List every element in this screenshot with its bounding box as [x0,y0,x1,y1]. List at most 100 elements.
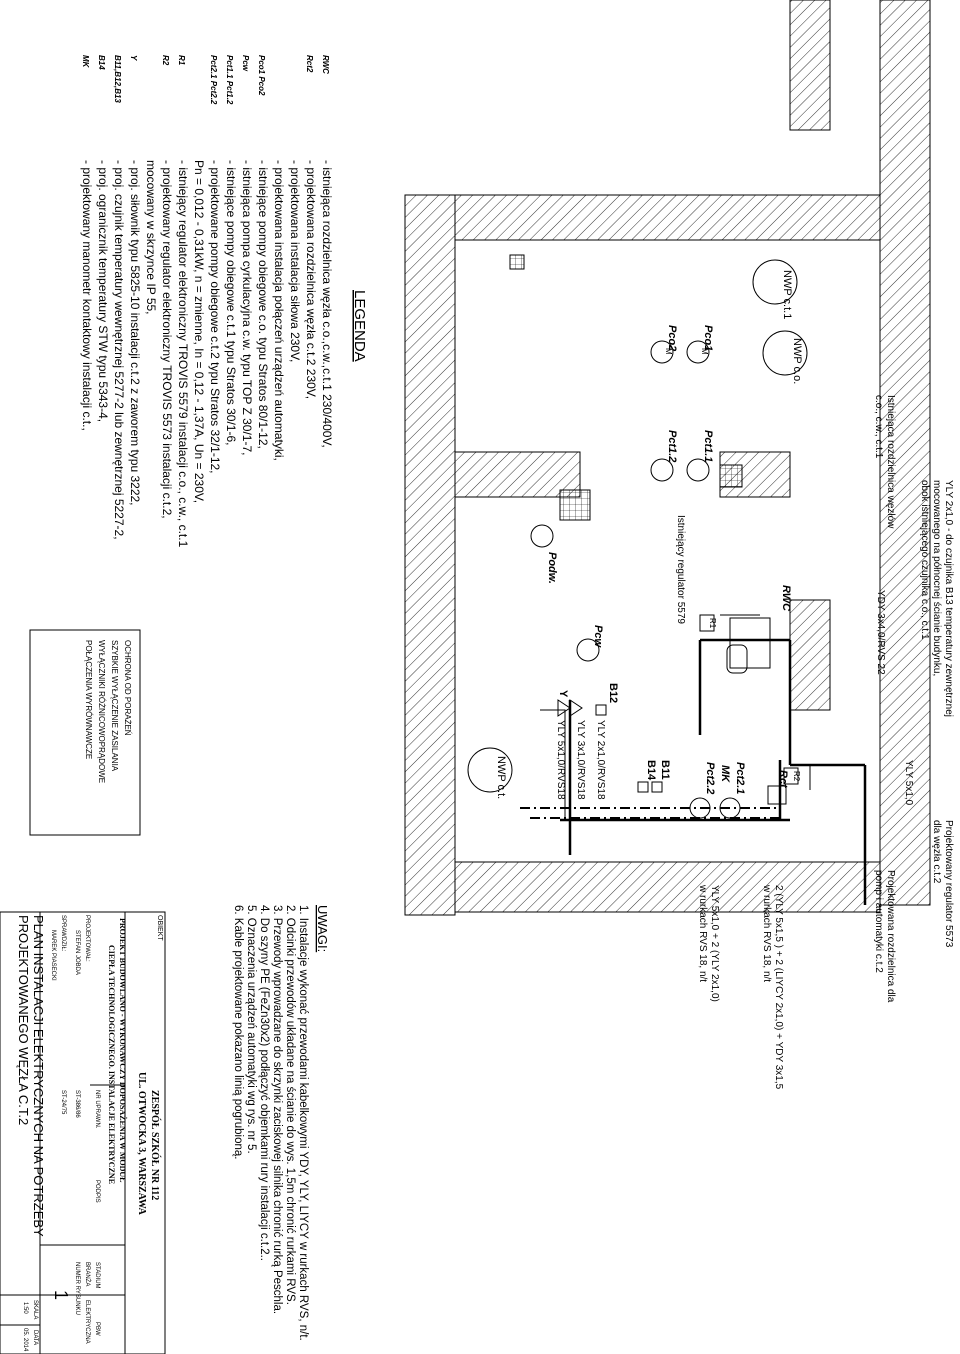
protection-box: OCHRONA OD PORAŻEŃ SZYBKIE WYŁĄCZENIE ZA… [29,629,141,836]
cable-routes [520,614,867,905]
legend-row-text: Pn = 0,012 - 0,31kW, n = zmienne, In = 0… [192,160,206,503]
legend-row-text: - proj. siłownik typu 5825-10 instalacji… [128,160,142,506]
sprawdzil-label: SPRAWDZIŁ: [60,915,66,952]
notes-items: 1. Instalacje wykonać przewodami kabelko… [232,905,309,1341]
nwp-ct-label: NWP c.t. [495,756,507,799]
legend-row-text: - projektowane pompy obiegowe c.t.2 typu… [208,160,222,474]
pump-pct11: Pct1.1 [686,430,714,482]
y-valve [557,699,583,717]
legend-row-text: - istniejący regulator elektroniczny TRO… [176,160,190,548]
walls [404,0,931,916]
pump-pco2: M Pco2 [650,325,678,364]
col-stadium: STADIUM [94,1262,100,1289]
nwp-ct1-label: NWP c.t.1 [781,270,793,319]
pct22-label: Pct2.2 [704,762,716,794]
legend-row-text: - proj. ogranicznik temperatury STW typu… [96,160,110,422]
project-2: CIEPŁA TECHNOLOGICZNEGO. INSTALACJE ELEK… [107,945,116,1184]
top-note-3: obok istniejącego czujnika c.o., c.t.1 [919,480,930,640]
cable-2: YDY 3x4,0/RVS 22 [875,590,886,675]
ochrona-3: WYŁĄCZNIKI RÓŻNICOWOPRĄDOWE [97,640,106,783]
pumps: M Pco1 M Pco2 Pct1.1 Pct1.2 Podw. Pcw Pc… [530,325,746,819]
cable-1: YLY 5x1,0 [903,760,914,806]
legend-row-symbol: B11,B12,B13 [113,55,122,103]
legend-title: LEGENDA [351,290,368,362]
rozd-note-2: pomp i automatyki c.t.2 [873,870,884,973]
plan-title-1: PLAN INSTALACJI ELEKTRYCZNYCH NA POTRZEB… [31,915,46,1237]
notes-item: 1. Instalacje wykonać przewodami kabelko… [297,905,309,1341]
notes-item: 3. Przewody wprowadzane do skrzynki zaci… [271,905,283,1314]
r1-label: R1 [708,618,717,629]
notes-item: 5. Oznaczenia urządzeń automatyki wg rys… [245,905,257,1154]
mk-label: MK [719,765,731,783]
numer-val: 1 [51,1290,71,1300]
cable-4: YLY 5x1,0 + 2 (YLY 2x1,0) [709,885,720,1002]
numer-label: NUMER RYSUNKU [74,1262,80,1315]
pump-pct12: Pct1.2 [650,430,678,482]
stadium-val: PBW [94,1322,100,1336]
legend-row-symbol: RWC [321,55,330,74]
pco2-label: Pco2 [666,325,678,351]
cable-3b: w rurkach RVS 18, n/t [761,884,772,982]
projektowal-label: PROJEKTOWAŁ: [84,915,90,962]
r2-box [783,767,799,785]
pct21-label: Pct2.1 [734,762,746,794]
cable-4b: w rurkach RVS 18, n/t [697,884,708,982]
pump-pco1: M Pco1 [686,325,714,364]
pump-pct22: Pct2.2 [689,762,716,819]
cable-7: YLY 5x1,0/RVS18 [555,720,566,800]
legend-row-text: - projektowana instalacja siłowa 230V, [288,160,302,362]
top-note-1: YLY 2x1,0 - do czujnika B13 temperatury … [943,480,954,717]
cable-6: YLY 3x1,0/RVS18 [575,720,586,800]
obiekt-label: OBIEKT [156,915,163,941]
sink [726,644,748,674]
legend-row-text: - projektowana rozdzielnica węzła c.t.2 … [304,160,318,399]
rct-box [767,785,787,805]
pcw-label: Pcw [592,625,604,648]
reg-note-1: Projektowany regulator 5573 [943,820,954,948]
exist-reg: Istniejący regulator 5579 [675,515,686,624]
legend-row-text: - proj. czujnik temperatury wewnętrznej … [112,160,126,540]
col-nr: NR UPRAWN. [94,1090,100,1129]
reg-note-2: dla węzła c.t.2 [931,820,942,884]
legend-row-text: - projektowany regulator elektroniczny T… [160,160,174,519]
notes-title: UWAGI: [315,905,330,952]
legend-row-symbol: Pcw [241,55,250,72]
legend-row-symbol: Pct2.1 Pct2.2 [209,55,218,105]
b12-label: B12 [607,683,619,703]
skala-val: 1:50 [22,1302,28,1314]
legend-row-symbol: R1 [177,55,186,66]
notes-item: 6. Kable projektowane pokazano linią pog… [232,905,244,1159]
nwp-ct1-marker [752,259,798,305]
sprawdzil-nr: ST-24/75 [60,1090,66,1115]
nwp-markers: NWP c.t.1 NWP c.o. NWP c.t. [467,259,808,799]
legend-row-symbol: B14 [97,55,106,70]
nwp-co-label: NWP c.o. [791,338,803,384]
rozd-note-1: Projektowana rozdzielnica dla [885,870,896,1003]
notes: UWAGI: 1. Instalacje wykonać przewodami … [232,905,330,1341]
legend-row-text: - istniejąca rozdzielnica węzła c.o.,c.w… [320,160,334,448]
legend-row-text: - istniejąca pompa cyrkulacyjna c.w. typ… [240,160,254,455]
svg-text:M: M [664,348,673,355]
exist-rozd-1: Istniejąca rozdzielnica węzłów [885,395,896,529]
legend-row-symbol: Y [129,55,138,61]
b12-box [595,704,607,716]
sprawdzil-name: MAREK PIASECKI [50,930,56,981]
nwp-ct-marker [467,747,513,793]
notes-item: 4. Do szyny PE (FeZn30x2) podłączyć obje… [258,905,270,1261]
legend-row-text: - istniejące pompy obiegowe c.t.1 typu S… [224,160,238,446]
legend-rows: - istniejąca rozdzielnica węzła c.o.,c.w… [80,55,334,548]
b14-label: B14 [645,760,657,781]
cable-3: 2 (YLY 5x1,5 ) + 2 (LIYCY 2x1,0) + YDY 3… [773,885,784,1090]
pct11-label: Pct1.1 [702,430,714,462]
devices: RWC R1 R2 Rct Y B12 MK B11 B14 [557,585,801,805]
project-1: PROJEKT BUDOWLANO - WYKONAWCZY DOPOSAŻEN… [118,918,128,1182]
pump-pct21: Pct2.1 [719,762,746,819]
obiekt-1: ZESPÓŁ SZKÓŁ NR 112 [149,1090,161,1200]
ochrona-2: SZYBKIE WYŁĄCZENIE ZASILANIA [110,640,119,772]
exist-rozd-2: c.o., c.w., c.t.1 [873,395,884,459]
plan-annotations: YLY 2x1,0 - do czujnika B13 temperatury … [555,395,954,1090]
pump-podw: Podw. [530,524,558,584]
projektowal-name: STEFAN JOBDA [74,930,80,975]
